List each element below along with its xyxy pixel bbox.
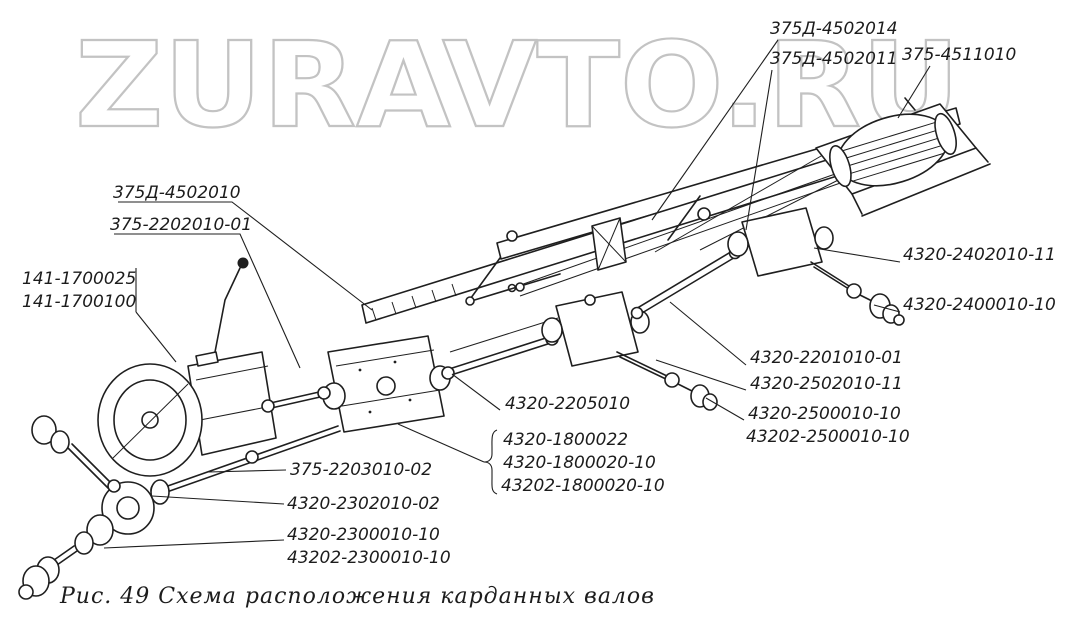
part-label-4320-2402010-11: 4320-2402010-11 [903,245,1056,265]
part-label-4320-2302010-02: 4320-2302010-02 [287,494,440,514]
part-label-375d-4502010: 375Д-4502010 [113,183,241,203]
middle-axle-propshaft [441,317,559,380]
part-label-141-1700100: 141-1700100 [22,292,136,312]
intermediate-propshaft [261,386,331,413]
part-label-4320-2500010-10: 4320-2500010-10 [748,404,901,424]
part-label-43202-2500010-10: 43202-2500010-10 [746,427,910,447]
part-label-4320-2400010-10: 4320-2400010-10 [903,295,1056,315]
rear-axle-propshaft [630,246,742,320]
rear-axle [727,207,905,326]
part-label-375d-4502014: 375Д-4502014 [770,19,898,39]
part-label-375-2203010-02: 375-2203010-02 [290,460,432,480]
part-label-4320-1800022: 4320-1800022 [503,430,628,450]
part-label-43202-1800020-10: 43202-1800020-10 [501,476,665,496]
gearbox [97,257,277,477]
transfer-case [322,335,451,433]
part-label-4320-1800020-10: 4320-1800020-10 [503,453,656,473]
part-labels: 375Д-4502014 375Д-4502011 375-4511010 37… [22,19,1056,568]
part-label-43202-2300010-10: 43202-2300010-10 [287,548,451,568]
part-label-141-1700025: 141-1700025 [22,269,136,289]
middle-axle [541,291,718,411]
part-label-375-4511010: 375-4511010 [902,45,1016,65]
figure-caption: Рис. 49 Схема расположения карданных вал… [59,584,655,609]
part-label-375d-4502011: 375Д-4502011 [770,49,898,69]
part-label-4320-2201010-01: 4320-2201010-01 [750,348,903,368]
front-driveline [18,415,341,600]
leader-lines [103,39,931,549]
winch-assembly [815,97,991,217]
part-label-4320-2205010: 4320-2205010 [505,394,630,414]
part-label-4320-2502010-11: 4320-2502010-11 [750,374,903,394]
part-label-375-2202010-01: 375-2202010-01 [110,215,252,235]
watermark-text: ZURAVTO.RU [75,16,960,154]
part-label-4320-2300010-10: 4320-2300010-10 [287,525,440,545]
